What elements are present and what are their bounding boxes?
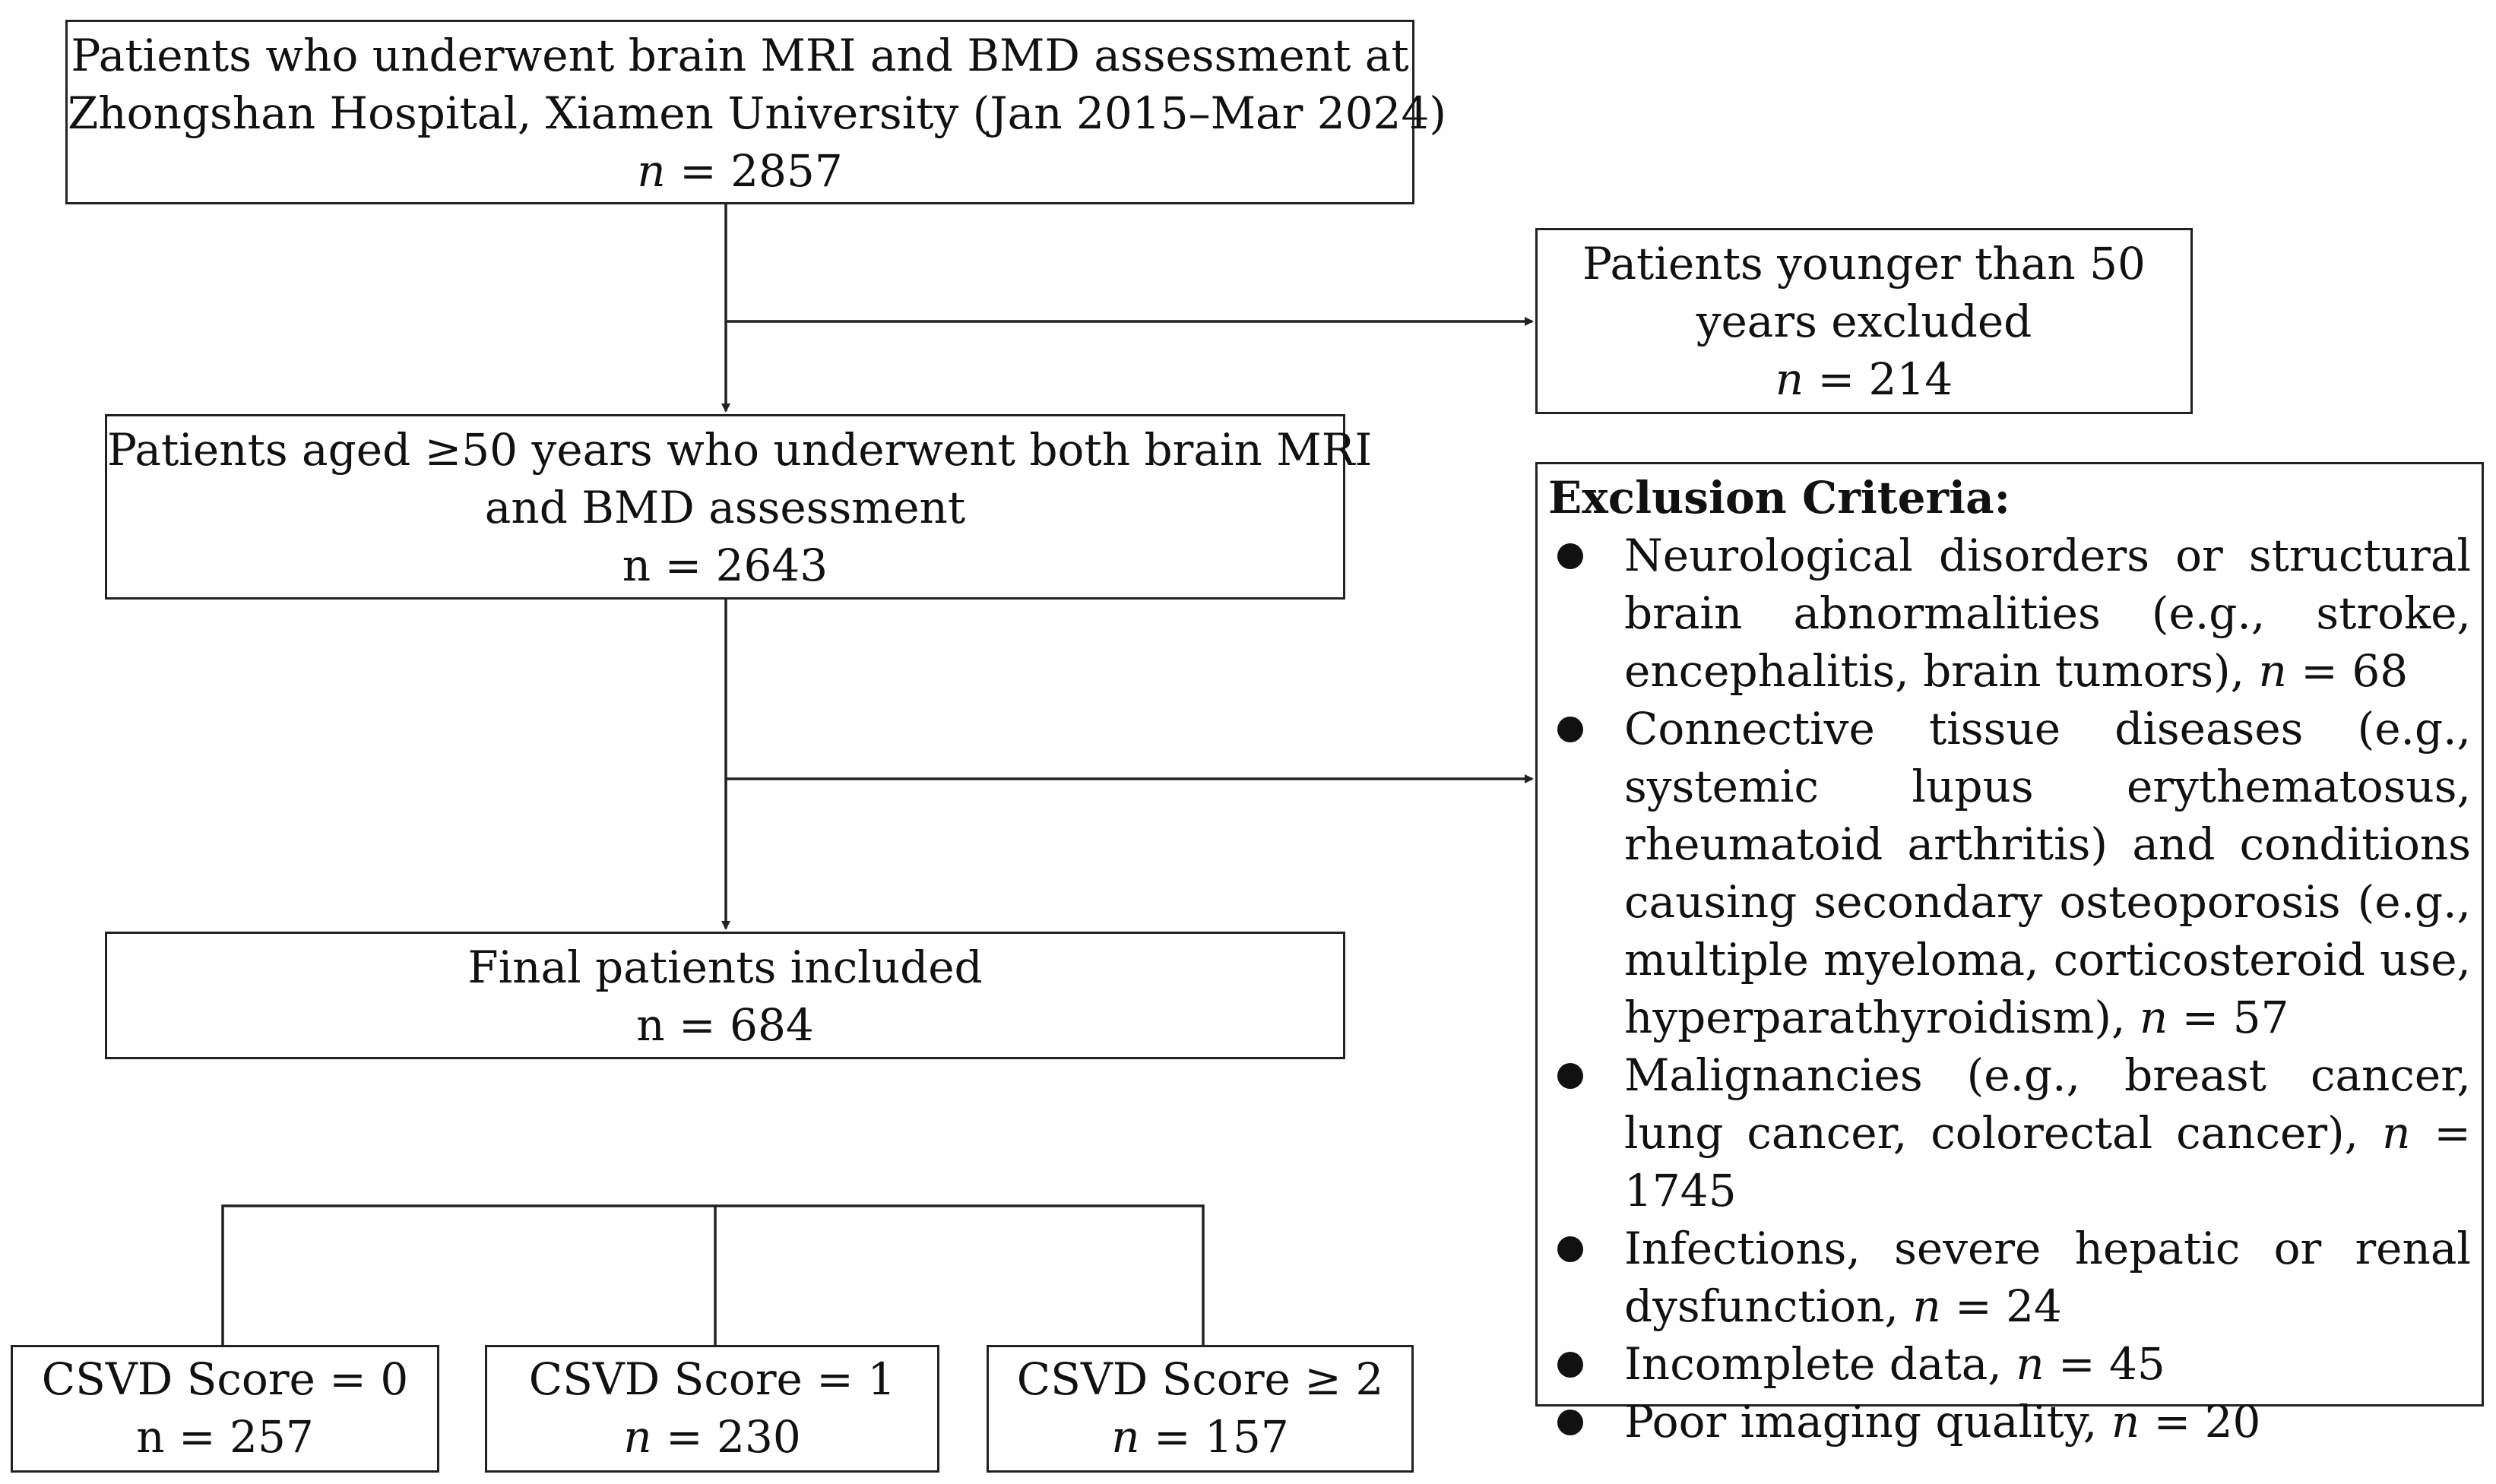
initial-patients-box: Patients who underwent brain MRI and BMD…	[65, 20, 1446, 204]
initial-line-1: Patients who underwent brain MRI and BMD…	[71, 30, 1409, 81]
bullet-icon	[1548, 700, 1624, 742]
final-line-1: Final patients included	[467, 941, 983, 993]
exclusion-item-text: Infections, severe hepatic or renal dysf…	[1624, 1223, 2471, 1332]
aged50-count: n = 2643	[622, 539, 828, 591]
young-line-1: Patients younger than 50	[1582, 238, 2146, 290]
exclusion-item: Malignancies (e.g., breast cancer, lung …	[1548, 1046, 2471, 1220]
exclusion-item: Infections, severe hepatic or renal dysf…	[1548, 1220, 2471, 1335]
csvd2-count: n = 157	[1111, 1411, 1289, 1463]
young-line-2: years excluded	[1696, 296, 2032, 347]
bullet-icon	[1548, 1046, 1624, 1089]
csvd-score-0-box: CSVD Score = 0 n = 257	[11, 1345, 439, 1473]
exclusion-item-text: Connective tissue diseases (e.g., system…	[1624, 703, 2471, 1043]
csvd-score-2-box: CSVD Score ≥ 2 n = 157	[987, 1345, 1414, 1473]
bullet-icon	[1548, 527, 1624, 569]
bullet-icon	[1548, 1393, 1624, 1435]
exclusion-item-text: Poor imaging quality, n = 20	[1624, 1396, 2261, 1448]
young-count: n = 214	[1775, 353, 1953, 405]
initial-count: n = 2857	[637, 145, 843, 197]
csvd0-label: CSVD Score = 0	[41, 1353, 409, 1405]
young-excluded-box: Patients younger than 50 years excluded …	[1535, 228, 2193, 414]
bullet-icon	[1548, 1220, 1624, 1262]
exclusion-item-text: Neurological disorders or structural bra…	[1624, 530, 2471, 697]
csvd2-label: CSVD Score ≥ 2	[1016, 1353, 1384, 1405]
csvd-score-1-box: CSVD Score = 1 n = 230	[485, 1345, 939, 1473]
exclusion-item-text: Incomplete data, n = 45	[1624, 1338, 2165, 1390]
csvd-branch-connector	[221, 1204, 1205, 1345]
csvd1-label: CSVD Score = 1	[528, 1353, 896, 1405]
aged50-patients-box: Patients aged ≥50 years who underwent bo…	[105, 414, 1373, 600]
aged50-line-2: and BMD assessment	[484, 482, 966, 533]
final-count: n = 684	[636, 999, 814, 1051]
exclusion-item: Poor imaging quality, n = 20	[1548, 1393, 2471, 1451]
exclusion-item: Incomplete data, n = 45	[1548, 1335, 2471, 1393]
exclusion-criteria-list: Neurological disorders or structural bra…	[1548, 527, 2471, 1451]
exclusion-criteria-box: Exclusion Criteria: Neurological disorde…	[1535, 462, 2484, 1448]
exclusion-item: Neurological disorders or structural bra…	[1548, 527, 2471, 700]
aged50-line-1: Patients aged ≥50 years who underwent bo…	[107, 424, 1373, 476]
final-patients-box: Final patients included n = 684	[105, 932, 1345, 1059]
csvd0-count: n = 257	[136, 1411, 314, 1463]
initial-line-2: Zhongshan Hospital, Xiamen University (J…	[68, 87, 1446, 139]
exclusion-criteria-title: Exclusion Criteria:	[1548, 472, 2011, 524]
exclusion-item-text: Malignancies (e.g., breast cancer, lung …	[1624, 1049, 2471, 1217]
bullet-icon	[1548, 1335, 1624, 1378]
csvd1-count: n = 230	[623, 1411, 801, 1463]
exclusion-item: Connective tissue diseases (e.g., system…	[1548, 700, 2471, 1046]
